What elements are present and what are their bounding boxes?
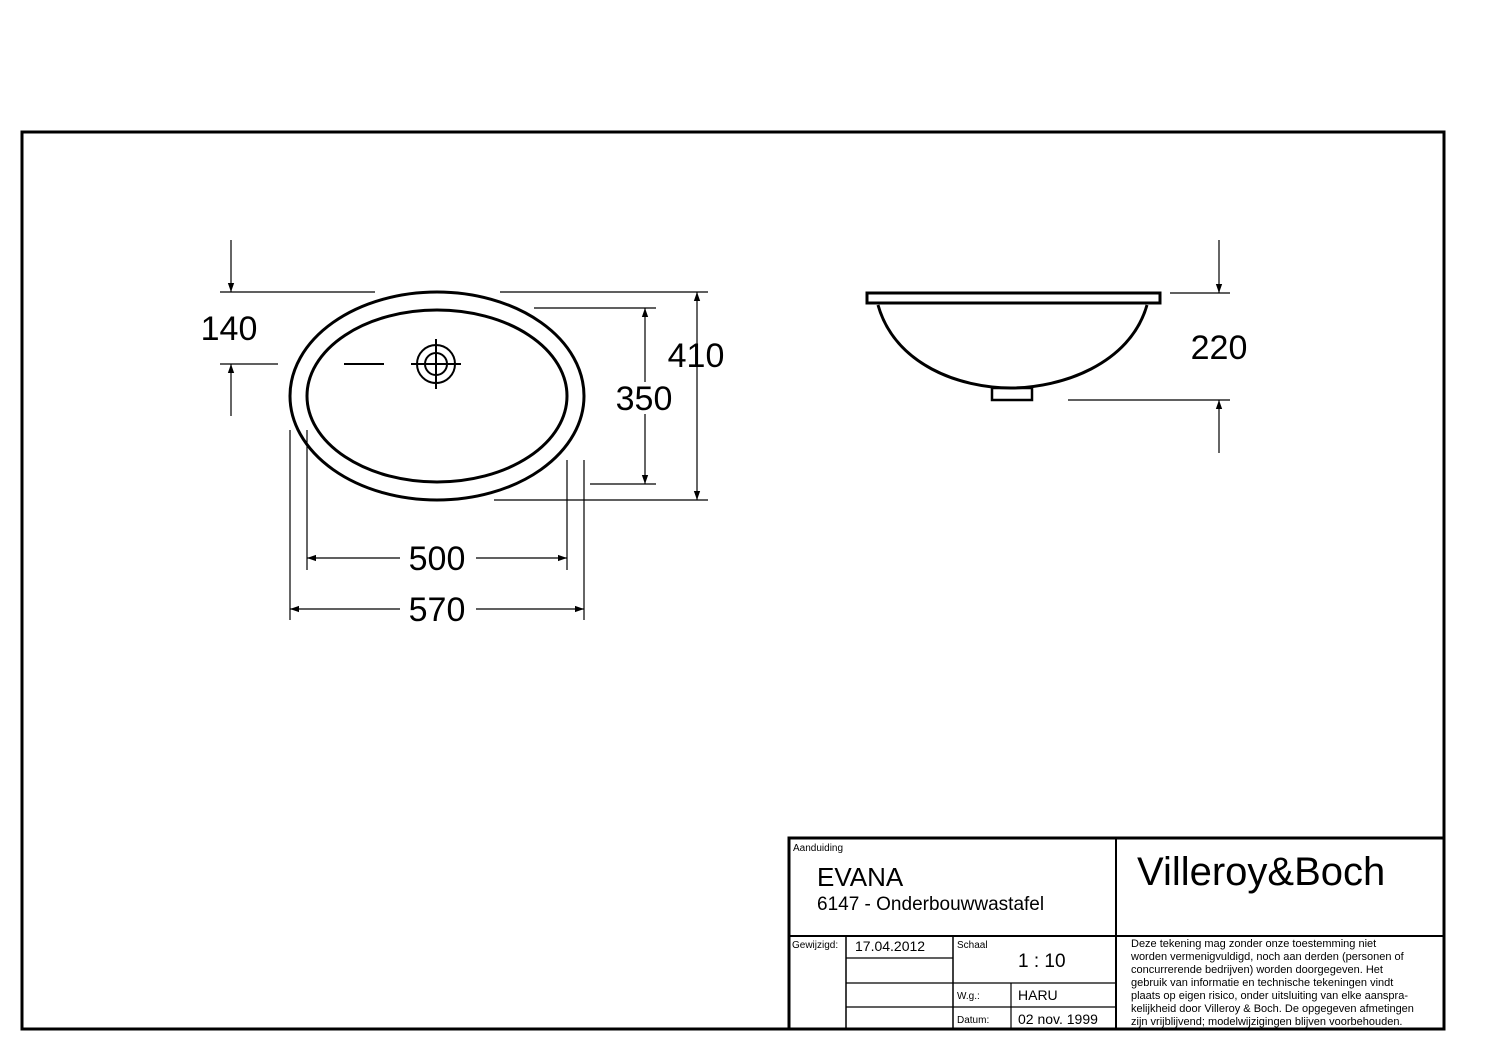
dim-inner-depth: 350 <box>616 380 673 418</box>
legal-line: worden vermenigvuldigd, noch aan derden … <box>1130 951 1405 963</box>
legal-line: Deze tekening mag zonder onze toestemmin… <box>1131 938 1376 950</box>
brand-logo-text: Villeroy&Boch <box>1137 850 1385 894</box>
legal-line: gebruik van informatie en technische tek… <box>1131 977 1393 989</box>
value-wg: HARU <box>1018 987 1058 1003</box>
legal-line: concurrerende bedrijven) worden doorgege… <box>1131 964 1383 976</box>
value-schaal: 1 : 10 <box>1018 951 1066 972</box>
legal-notice: Deze tekening mag zonder onze toestemmin… <box>1130 938 1414 1028</box>
title-block <box>787 836 1446 1031</box>
basin-outer-rim <box>288 290 586 502</box>
side-view <box>865 240 1230 453</box>
product-name: EVANA <box>817 862 904 892</box>
drain-outlet <box>990 386 1034 402</box>
dim-height: 220 <box>1191 329 1248 367</box>
legal-line: plaats op eigen risico, onder uitsluitin… <box>1131 990 1408 1002</box>
drawing-frame <box>20 130 1446 1031</box>
label-wg: W.g.: <box>957 991 980 1002</box>
dim-drain-offset: 140 <box>201 310 258 348</box>
dim-outer-width: 570 <box>409 591 466 629</box>
value-gewijzigd: 17.04.2012 <box>855 938 925 954</box>
label-gewijzigd: Gewijzigd: <box>792 940 838 951</box>
dim-inner-width: 500 <box>409 540 466 578</box>
basin-rim-profile <box>865 291 1162 305</box>
top-view <box>220 240 708 620</box>
label-aanduiding: Aanduiding <box>793 843 843 854</box>
legal-line: kelijkheid door Villeroy & Boch. De opge… <box>1131 1003 1414 1015</box>
basin-bowl-profile <box>876 304 1149 390</box>
label-schaal: Schaal <box>957 940 988 951</box>
drain-symbol <box>411 339 461 389</box>
basin-inner-bowl <box>305 308 569 484</box>
value-datum: 02 nov. 1999 <box>1018 1011 1098 1027</box>
label-datum: Datum: <box>957 1015 989 1026</box>
legal-line: zijn vrijblijvend; modelwijzigingen blij… <box>1131 1016 1403 1028</box>
dim-outer-depth: 410 <box>668 337 725 375</box>
product-subtitle: 6147 - Onderbouwwastafel <box>817 894 1044 915</box>
